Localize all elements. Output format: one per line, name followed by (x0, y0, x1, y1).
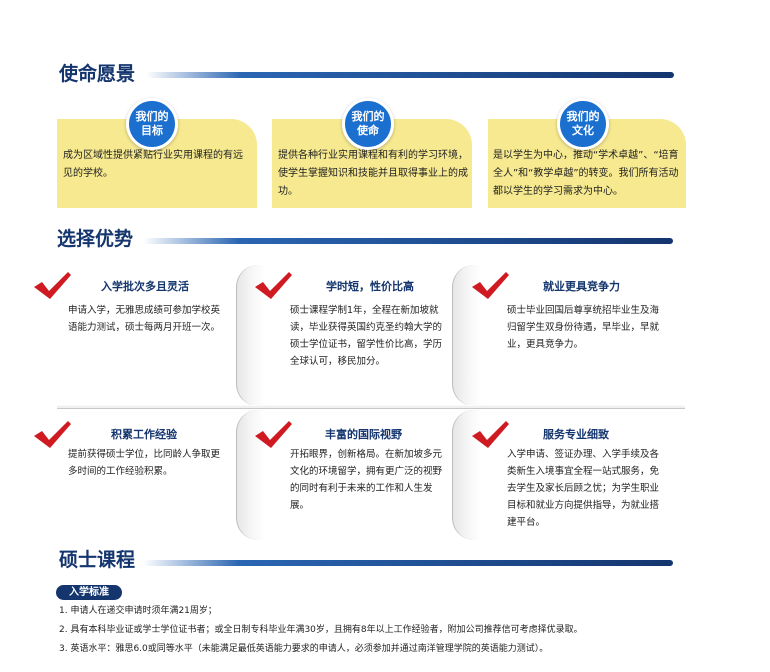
badge-line-1: 我们的 (566, 110, 600, 123)
advantage-text: 提前获得硕士学位，比同龄人争取更多时间的工作经验积累。 (68, 449, 221, 477)
advantage-title: 服务专业细致 (543, 428, 609, 441)
advantage-title: 就业更具竞争力 (543, 280, 620, 293)
advantage-text: 申请入学，无雅思成绩可参加学校英语能力测试，硕士每两月开班一次。 (68, 305, 221, 333)
advantage-text: 入学申请、签证办理、入学手续及各类新生入境事宜全程一站式服务，免去学生及家长后顾… (507, 449, 660, 528)
advantages-divider-curve (236, 410, 273, 540)
advantage-text: 硕士毕业回国后尊享统招毕业生及海归留学生双身份待遇，早毕业，早就业，更具竞争力。 (507, 305, 660, 350)
admission-standard-label: 入学标准 (56, 585, 122, 600)
advantages-row-separator (57, 405, 685, 409)
advantage-text: 开拓眼界，创新格局。在新加坡多元文化的环境留学，拥有更广泛的视野的同时有利于未来… (290, 449, 443, 511)
check-mark-icon (34, 272, 71, 299)
mission-badge-culture: 我们的 文化 (557, 98, 609, 150)
mission-section-title: 使命愿景 (59, 63, 136, 85)
mission-badge-goal: 我们的 目标 (126, 98, 178, 150)
advantage-title: 学时短，性价比高 (326, 280, 414, 293)
requirement-item: 1. 申请人在递交申请时须年满21周岁； (59, 606, 217, 616)
badge-line-1: 我们的 (135, 110, 169, 123)
masters-title-bar (143, 560, 673, 566)
advantage-title: 丰富的国际视野 (325, 428, 402, 441)
check-mark-icon (34, 421, 71, 448)
mission-card-text: 提供各种行业实用课程和有利的学习环境，使学生掌握知识和技能并且取得事业上的成功。 (278, 150, 468, 197)
mission-card-text: 成为区域性提供紧贴行业实用课程的有远见的学校。 (63, 150, 243, 179)
badge-line-2: 目标 (141, 124, 163, 137)
requirement-item: 2. 具有本科毕业证或学士学位证书者；或全日制专科毕业年满30岁，且拥有8年以上… (59, 625, 583, 635)
advantages-section-title: 选择优势 (57, 228, 134, 250)
requirement-item: 3. 英语水平：雅思6.0或同等水平（未能满足最低英语能力要求的申请人，必须参加… (59, 644, 549, 654)
advantages-divider-curve (452, 265, 489, 406)
advantage-title: 积累工作经验 (111, 428, 177, 441)
check-mark-icon (255, 272, 292, 299)
mission-badge-mission: 我们的 使命 (342, 98, 394, 150)
check-mark-icon (255, 421, 292, 448)
advantages-divider-curve (452, 410, 489, 540)
advantage-text: 硕士课程学制1年，全程在新加坡就读，毕业获得英国约克圣约翰大学的硕士学位证书，留… (290, 305, 443, 367)
advantage-title: 入学批次多且灵活 (101, 280, 189, 293)
badge-line-2: 文化 (572, 124, 594, 137)
masters-section-title: 硕士课程 (59, 549, 136, 571)
badge-line-1: 我们的 (351, 110, 385, 123)
badge-line-2: 使命 (357, 124, 379, 137)
check-mark-icon (472, 421, 509, 448)
advantages-title-bar (143, 238, 673, 244)
mission-card-text: 是以学生为中心，推动“学术卓越”、“培育全人”和“教学卓越”的转变。我们所有活动… (493, 150, 679, 197)
mission-title-bar (146, 72, 674, 78)
check-mark-icon (472, 272, 509, 299)
